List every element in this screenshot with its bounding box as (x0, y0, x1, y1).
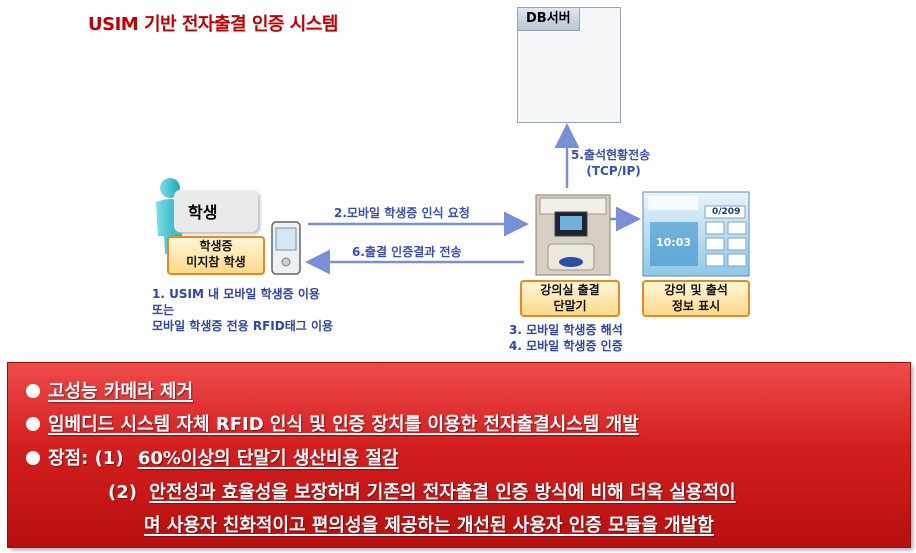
panel-item-1: 고성능 카메라 제거 (26, 377, 193, 403)
note-step1-line3: 모바일 학생증 전용 RFID태그 이용 (152, 319, 334, 333)
terminal-box: 강의실 출결 단말기 (520, 280, 620, 317)
summary-panel (8, 363, 910, 547)
db-server-label: DB서버 (518, 8, 580, 31)
flow-label-step5-line1: 5.출석현황전송 (571, 148, 651, 162)
diagram-title: USIM 기반 전자출결 인증 시스템 (88, 14, 338, 35)
terminal-box-line2: 단말기 (553, 299, 587, 313)
panel-item-2-text: 임베디드 시스템 자체 RFID 인식 및 인증 장치를 이용한 전자출결시스템… (48, 414, 639, 435)
panel-item-5: 며 사용자 친화적이고 편의성을 제공하는 개선된 사용자 인증 모듈을 개발함 (144, 511, 714, 537)
info-display-icon (642, 191, 750, 277)
panel-item-1-text: 고성능 카메라 제거 (48, 381, 194, 402)
flow-label-step6: 6.출결 인증결과 전송 (352, 245, 462, 259)
student-box-line1: 학생증 (199, 239, 233, 253)
panel-item-4: (2) 안전성과 효율성을 보장하며 기존의 전자출결 인증 방식에 비해 더욱… (108, 478, 736, 504)
note-step1-line2: 또는 (152, 303, 175, 317)
display-screen-time: 10:03 (656, 236, 692, 249)
bullet-icon (26, 451, 40, 465)
bullet-icon (26, 417, 40, 431)
note-step3: 3. 모바일 학생증 해석 (509, 323, 623, 337)
panel-item-5-text: 며 사용자 친화적이고 편의성을 제공하는 개선된 사용자 인증 모듈을 개발함 (144, 515, 714, 536)
flow-label-step5-line2: (TCP/IP) (586, 164, 641, 178)
note-step4: 4. 모바일 학생증 인증 (509, 339, 623, 353)
display-box-line2: 정보 표시 (671, 299, 721, 313)
student-label-card (174, 190, 258, 232)
panel-item-3-text: 60%이상의 단말기 생산비용 절감 (137, 448, 399, 469)
flow-label-step5: 5.출석현황전송 (TCP/IP) (571, 147, 650, 179)
panel-item-3: 장점: (1) 60%이상의 단말기 생산비용 절감 (26, 444, 398, 470)
display-box: 강의 및 출석 정보 표시 (642, 280, 750, 317)
terminal-box-line1: 강의실 출결 (540, 283, 600, 297)
panel-item-4-text: 안전성과 효율성을 보장하며 기존의 전자출결 인증 방식에 비해 더욱 실용적… (149, 482, 736, 503)
panel-item-3-prefix: 장점: (1) (48, 448, 124, 469)
note-step1: 1. USIM 내 모바일 학생증 이용 또는 모바일 학생증 전용 RFID태… (152, 286, 333, 334)
db-server-box: DB서버 (517, 7, 621, 123)
bullet-icon (26, 384, 40, 398)
panel-item-4-prefix: (2) (108, 482, 137, 503)
display-box-line1: 강의 및 출석 (664, 283, 728, 297)
flow-label-step2: 2.모바일 학생증 인식 요청 (334, 206, 470, 220)
student-no-card-box: 학생증 미지참 학생 (167, 236, 265, 275)
note-steps34: 3. 모바일 학생증 해석 4. 모바일 학생증 인증 (509, 322, 623, 354)
display-screen-counter: 0/209 (712, 207, 741, 217)
attendance-terminal-icon (535, 194, 611, 276)
mobile-phone-icon (271, 221, 301, 275)
student-box-line2: 미지참 학생 (186, 255, 246, 269)
panel-item-2: 임베디드 시스템 자체 RFID 인식 및 인증 장치를 이용한 전자출결시스템… (26, 410, 639, 436)
student-label: 학생 (188, 203, 218, 222)
note-step1-line1: 1. USIM 내 모바일 학생증 이용 (152, 287, 320, 301)
